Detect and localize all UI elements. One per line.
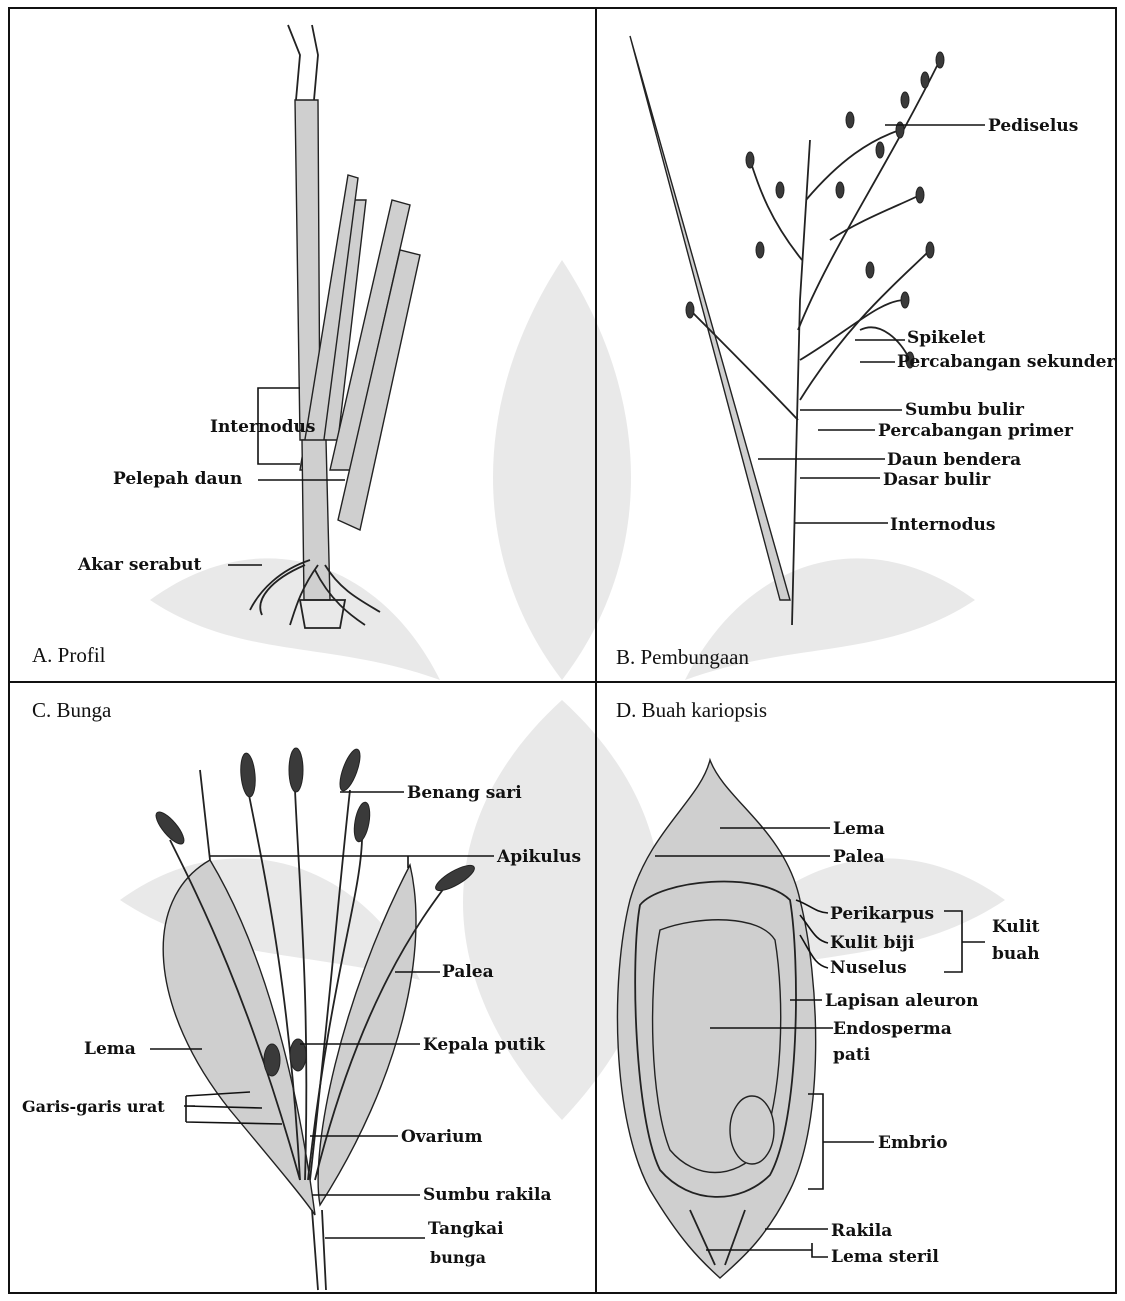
label-d-rakila: Rakila [831,1221,892,1241]
label-a-internodus: Internodus [210,417,315,437]
embrio-bracket [808,1094,874,1189]
label-b-spikelet: Spikelet [907,328,985,348]
label-c-benang-sari: Benang sari [407,783,522,803]
label-a-akar-serabut: Akar serabut [77,555,201,575]
label-d-pati: pati [833,1045,871,1065]
label-c-sumbu-rakila: Sumbu rakila [423,1185,551,1205]
caption-c: C. Bunga [32,698,112,722]
caption-d: D. Buah kariopsis [616,698,767,722]
label-b-percabangan-sekunder: Percabangan sekunder [897,352,1116,372]
panel-c-flower-drawing [152,747,478,1290]
label-d-nuselus: Nuselus [830,958,907,978]
label-d-kulit: Kulit [992,917,1040,937]
label-c-kepala-putik: Kepala putik [423,1035,546,1055]
label-c-apikulus: Apikulus [496,847,581,867]
label-b-pediselus: Pediselus [988,116,1078,136]
panel-a-plant-drawing [250,25,420,628]
label-b-percabangan-primer: Percabangan primer [878,421,1074,441]
caption-a: A. Profil [32,643,106,667]
label-b-sumbu-bulir: Sumbu bulir [905,400,1025,420]
label-c-tangkai: Tangkai [428,1219,504,1239]
panel-d: D. Buah kariopsis Lema Palea Perikarpus … [616,698,1040,1278]
label-d-kulit-biji: Kulit biji [830,933,915,953]
label-d-lapisan-aleuron: Lapisan aleuron [825,991,978,1011]
label-c-palea: Palea [442,962,494,982]
label-a-pelepah-daun: Pelepah daun [113,469,242,489]
label-c-lema: Lema [84,1039,136,1059]
label-d-embrio: Embrio [878,1133,948,1153]
label-d-perikarpus: Perikarpus [830,904,934,924]
label-d-palea: Palea [833,847,885,867]
label-d-lema: Lema [833,819,885,839]
label-c-bunga: bunga [430,1248,486,1267]
label-c-ovarium: Ovarium [401,1127,482,1147]
caption-b: B. Pembungaan [616,645,749,669]
label-b-dasar-bulir: Dasar bulir [883,470,991,490]
label-c-garis-garis-urat: Garis-garis urat [22,1097,165,1116]
label-b-daun-bendera: Daun bendera [887,450,1021,470]
label-d-buah: buah [992,944,1040,964]
label-b-internodus: Internodus [890,515,995,535]
label-d-lema-steril: Lema steril [831,1247,939,1267]
label-d-endosperma: Endosperma [833,1019,952,1039]
